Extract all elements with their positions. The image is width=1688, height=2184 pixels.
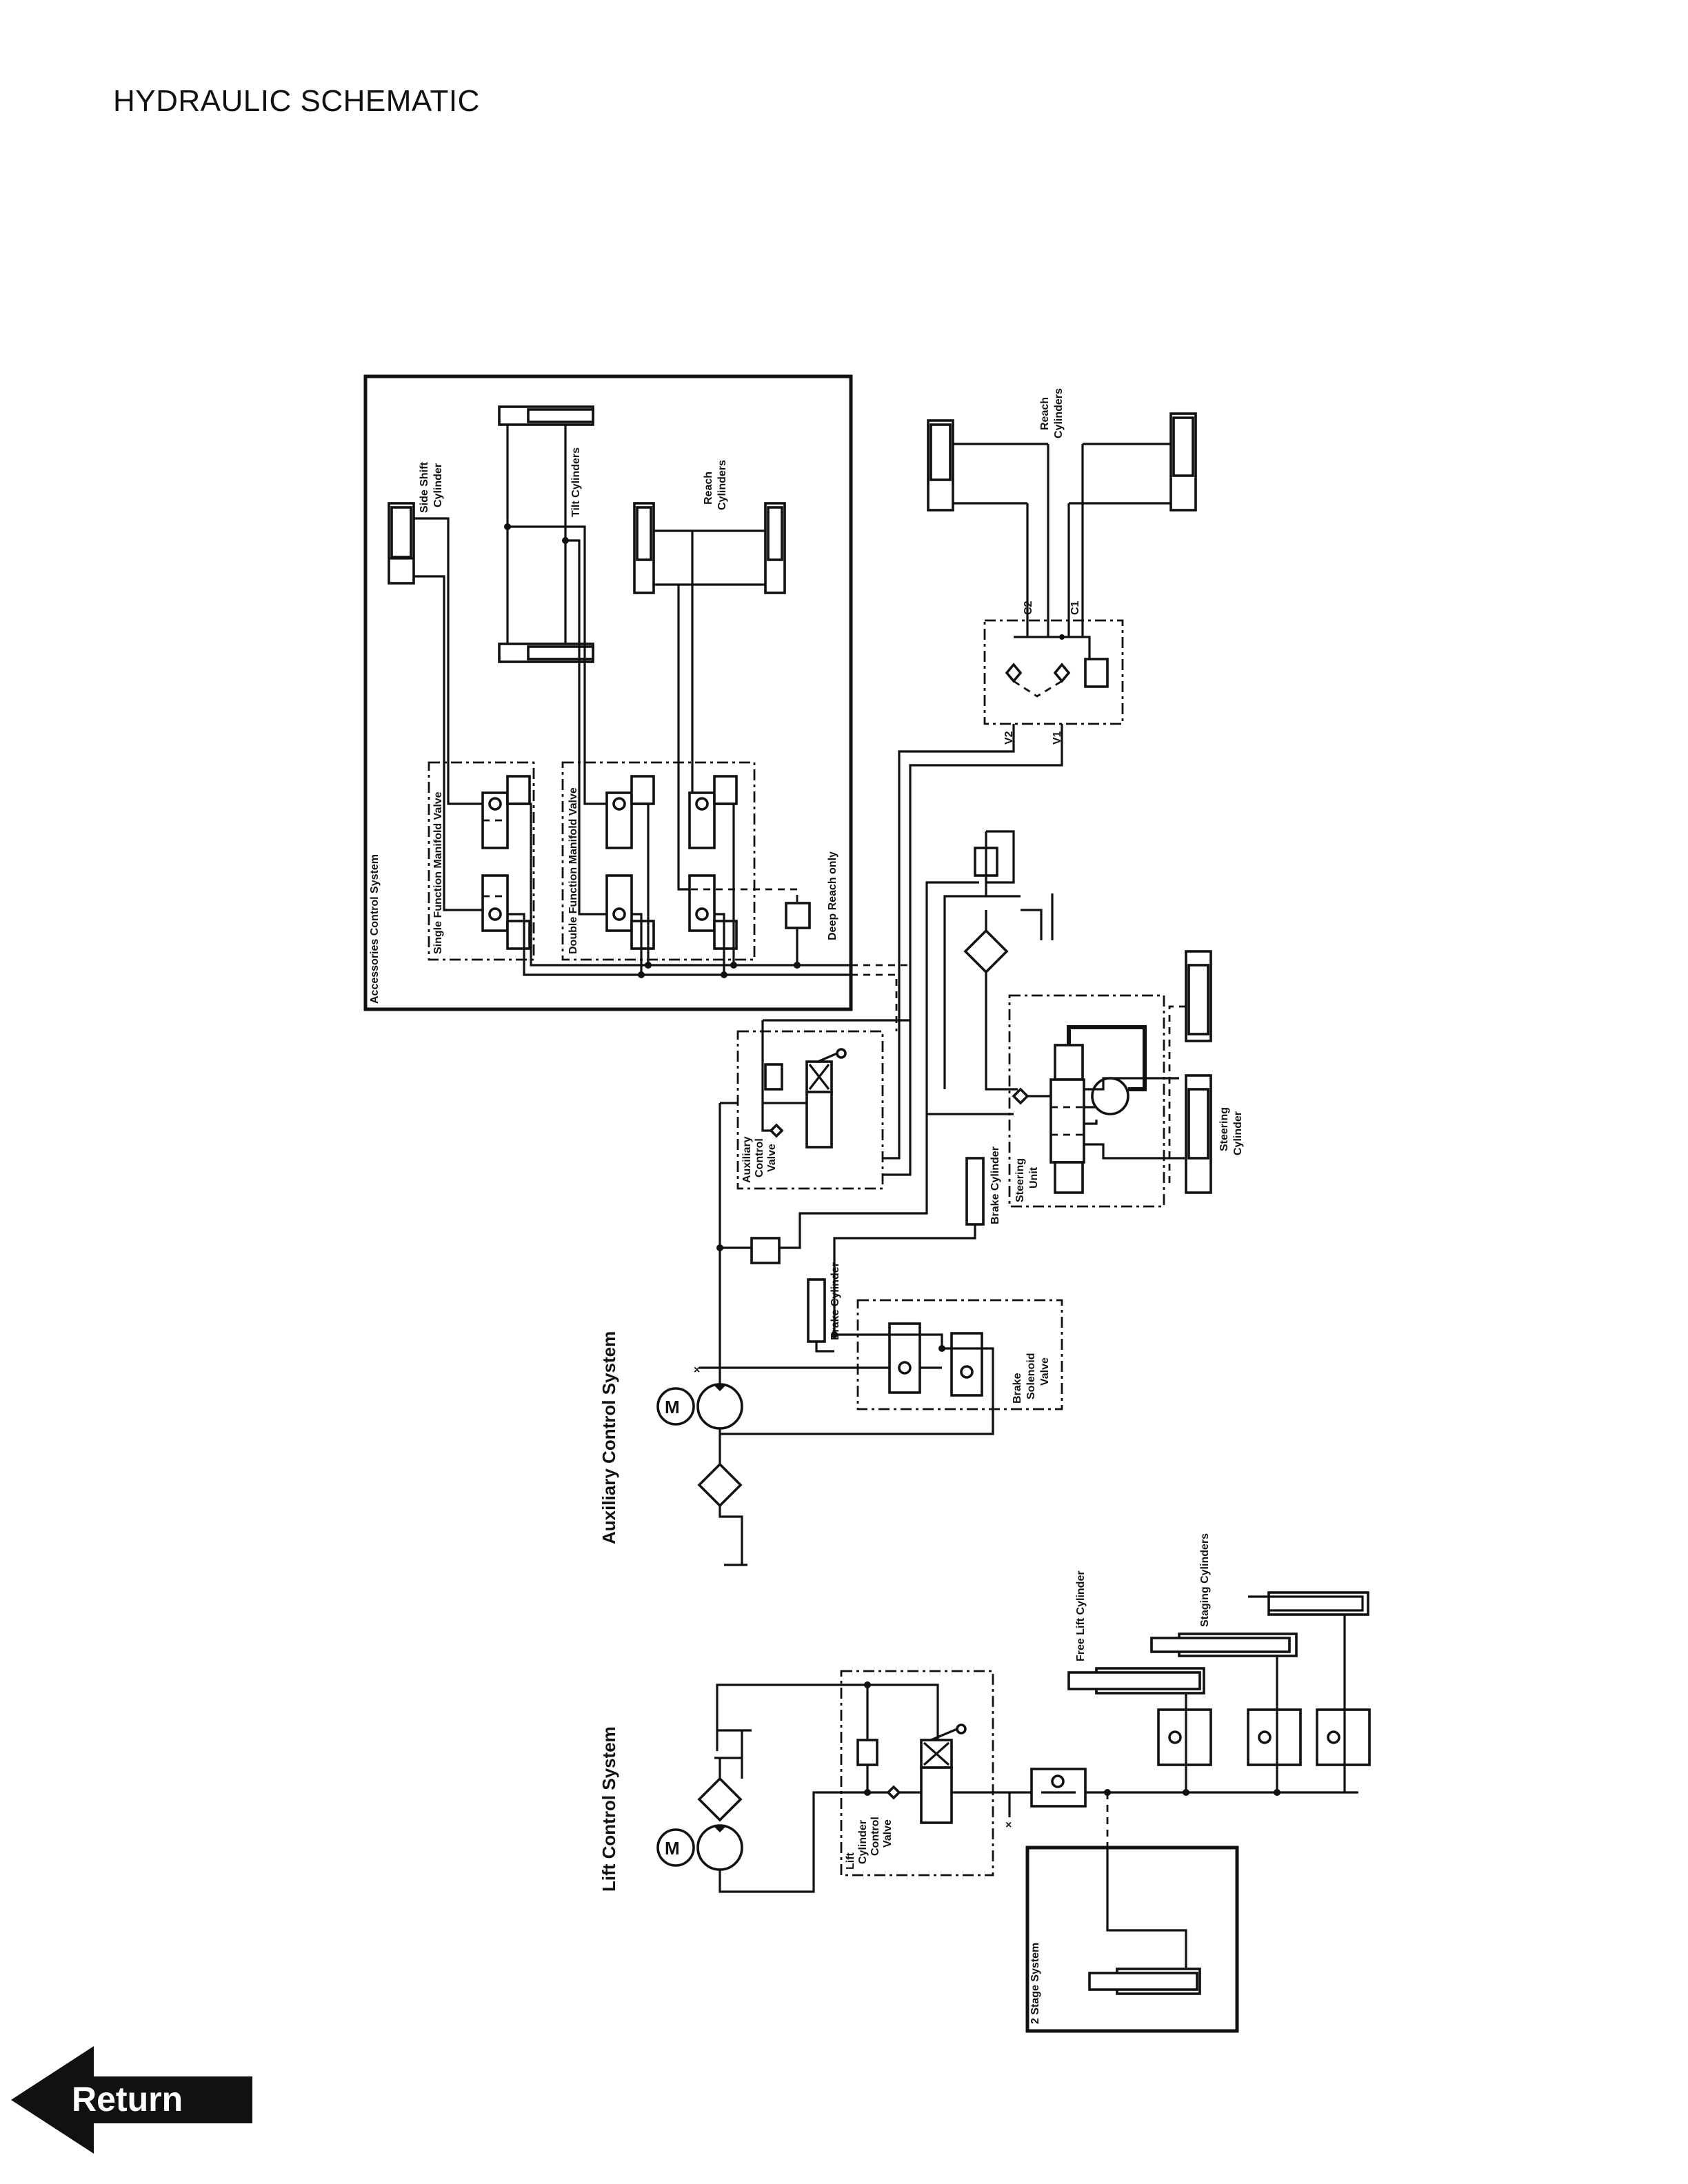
free-lift-cylinder	[1067, 1667, 1205, 1695]
brake-solenoid-label-2: Solenoid	[1025, 1353, 1037, 1399]
steering-cylinder	[1168, 950, 1212, 1194]
brake-solenoid-box	[856, 1299, 1063, 1410]
return-arrow-icon: Return	[11, 2046, 252, 2154]
steering-cylinder-label: Steering	[1218, 1107, 1230, 1151]
steering-motor-icon	[1091, 1077, 1129, 1115]
lift-pump-icon	[696, 1824, 743, 1871]
reach-outer-label: Reach	[1039, 397, 1051, 430]
accessories-label: Accessories Control System	[369, 854, 381, 1004]
staging-label: Staging Cylinders	[1199, 1533, 1211, 1627]
brake-solenoid-label-3: Valve	[1039, 1357, 1051, 1386]
port-v2: V2	[1003, 731, 1015, 745]
steering-cylinder-label-2: Cylinder	[1232, 1111, 1244, 1155]
reach-outer-label-2: Cylinders	[1053, 388, 1065, 438]
aux-pump-icon	[696, 1383, 743, 1430]
single-function-manifold-box	[428, 761, 535, 961]
aux-system-label: Auxiliary Control System	[599, 1331, 619, 1544]
deep-reach-relief-valve	[785, 902, 811, 965]
accessories-control-system: Accessories Control System Side Shift Cy…	[363, 374, 853, 1011]
lift-valve-label-3: Control	[870, 1817, 881, 1856]
free-lift-label: Free Lift Cylinder	[1075, 1570, 1087, 1661]
lift-valve-label-2: Cylinder	[857, 1820, 869, 1864]
double-manifold-valves	[605, 775, 738, 950]
svg-text:×: ×	[694, 1364, 700, 1376]
two-stage-cylinder	[1088, 1848, 1201, 1995]
brake-cylinder-lower	[807, 1278, 834, 1353]
auxiliary-control-valve	[761, 1019, 910, 1149]
aux-valve-label-2: Control	[754, 1138, 765, 1177]
double-function-manifold-box	[561, 761, 756, 961]
steering-unit-box	[1008, 994, 1165, 1208]
check-valve-steering	[1012, 1087, 1029, 1105]
brake-cylinder-label-2: Brake Cylinder	[830, 1262, 841, 1340]
aux-valve-label: Auxiliary	[741, 1136, 753, 1183]
filter-icon-lift	[697, 1777, 743, 1822]
reach-cylinders-outer	[927, 412, 1197, 637]
lift-valve-box	[840, 1670, 994, 1877]
steering-unit-label-2: Unit	[1028, 1166, 1040, 1189]
brake-cylinder-label-1: Brake Cylinder	[989, 1146, 1001, 1224]
reach-cylinder-right	[764, 502, 786, 594]
staging-cylinder-2	[1248, 1591, 1369, 1616]
velocity-fuse-3	[1316, 1613, 1371, 1792]
steering-unit	[1049, 1025, 1186, 1194]
double-manifold-label: Double Function Manifold Valve	[567, 787, 579, 954]
lift-valve-label: Lift	[845, 1852, 856, 1870]
filter-icon-upper	[963, 929, 1009, 974]
aux-motor-icon: M	[656, 1387, 695, 1426]
deep-reach-label: Deep Reach only	[827, 851, 838, 940]
lift-system-label: Lift Control System	[599, 1726, 619, 1892]
side-shift-cylinder	[388, 502, 415, 585]
reach-cylinder-left	[633, 502, 655, 594]
reach-holding-valve	[1005, 634, 1109, 698]
brake-cylinder-upper	[833, 1157, 985, 1335]
svg-text:×: ×	[1005, 1819, 1012, 1831]
lift-cylinder-control-valve	[856, 1681, 967, 1824]
lift-motor-icon: M	[656, 1828, 695, 1867]
flow-control-check-valve	[1030, 1768, 1087, 1808]
tilt-label: Tilt Cylinders	[570, 447, 582, 517]
port-c1: C1	[1069, 600, 1081, 615]
side-shift-label-2: Cylinder	[432, 463, 444, 507]
filter-icon-aux	[697, 1462, 743, 1508]
steering-unit-label: Steering	[1014, 1158, 1026, 1202]
side-shift-label: Side Shift	[419, 462, 430, 513]
velocity-fuse-2	[1247, 1655, 1302, 1792]
reach-inner-label: Reach	[703, 472, 714, 505]
auxiliary-control-valve-box	[736, 1030, 884, 1190]
aux-valve-label-3: Valve	[766, 1144, 778, 1172]
brake-solenoid-valve	[720, 1322, 994, 1434]
single-manifold-label: Single Function Manifold Valve	[432, 791, 444, 954]
single-manifold-valves	[481, 775, 531, 950]
staging-cylinder-1	[1150, 1632, 1298, 1657]
brake-solenoid-label: Brake	[1012, 1373, 1023, 1404]
tank-symbol-upper	[1021, 893, 1054, 940]
tilt-cylinder-bottom	[498, 643, 594, 663]
return-button[interactable]: Return	[11, 2046, 252, 2154]
svg-text:M: M	[665, 1838, 680, 1859]
port-v1: V1	[1052, 731, 1063, 745]
reach-inner-label-2: Cylinders	[716, 460, 728, 510]
svg-text:M: M	[665, 1397, 680, 1417]
tank-symbol-aux	[719, 1506, 747, 1566]
return-label: Return	[72, 2080, 183, 2119]
relief-valve-upper	[974, 830, 1015, 884]
port-c2: C2	[1023, 600, 1034, 615]
tilt-cylinder-top	[498, 405, 594, 426]
page-title: HYDRAULIC SCHEMATIC	[113, 84, 480, 118]
relief-valve-aux	[720, 1114, 928, 1264]
lift-valve-label-4: Valve	[882, 1819, 894, 1848]
reach-holding-valve-box	[983, 619, 1124, 725]
two-stage-label: 2 Stage System	[1029, 1943, 1041, 2024]
two-stage-system-box	[1025, 1846, 1239, 2033]
